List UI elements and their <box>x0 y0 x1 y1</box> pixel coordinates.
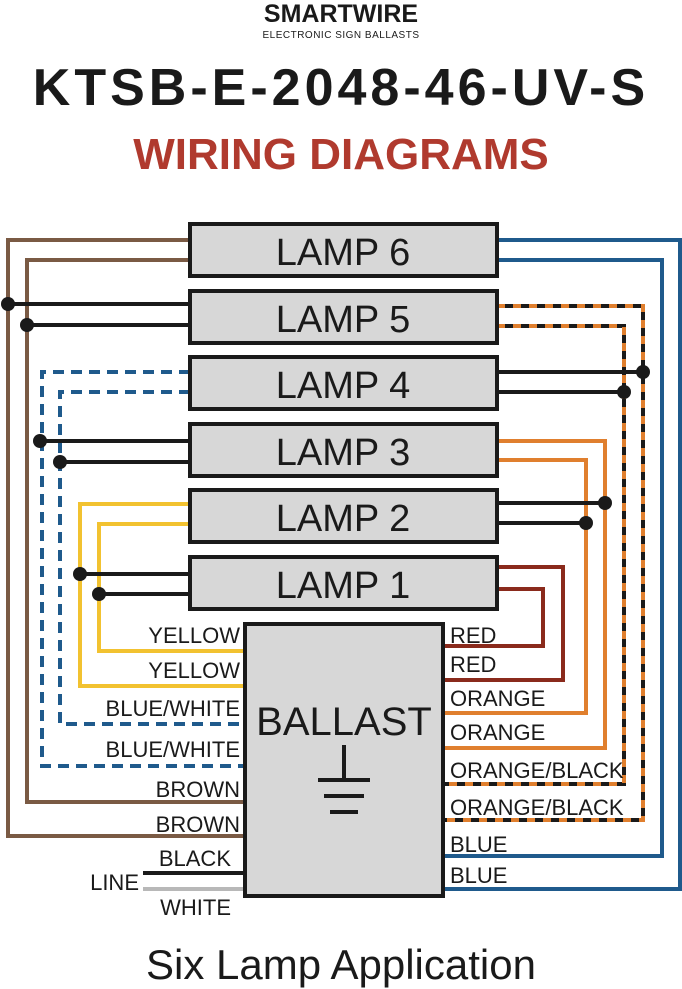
junction-dot <box>73 567 87 581</box>
wire-orange-2 <box>443 458 588 715</box>
wire-orange-black-2 <box>443 324 626 786</box>
wire-blue-white-1 <box>40 370 245 768</box>
wire-red-1 <box>443 565 565 682</box>
junction-dot <box>92 587 106 601</box>
lamp-label-5: LAMP 5 <box>276 299 410 341</box>
wire-orange-1 <box>443 439 607 750</box>
model-number: KTSB-E-2048-46-UV-S <box>32 59 650 117</box>
lead-label-blue-white-2: BLUE/WHITE <box>106 737 240 762</box>
junction-dot <box>617 385 631 399</box>
wire-blue-2 <box>443 258 664 858</box>
junction-dot <box>1 297 15 311</box>
diagram-caption: Six Lamp Application <box>146 941 536 988</box>
junction-dot <box>579 516 593 530</box>
lead-label-blue-2: BLUE <box>450 863 507 888</box>
lamp-label-1: LAMP 1 <box>276 565 410 607</box>
lead-label-brown-2: BROWN <box>156 812 240 837</box>
junction-dot <box>636 365 650 379</box>
junction-dot <box>33 434 47 448</box>
ballast-box: BALLAST <box>243 622 445 898</box>
junction-dot <box>598 496 612 510</box>
lamp-box-2: LAMP 2 <box>188 488 499 544</box>
junction-dot <box>53 455 67 469</box>
lead-label-red-1: RED <box>450 623 496 648</box>
wire-blue-white-2 <box>58 390 245 726</box>
lamp-box-1: LAMP 1 <box>188 555 499 611</box>
lead-label-yellow-2: YELLOW <box>148 658 240 683</box>
brand-logo: SMARTWIRE <box>263 0 419 28</box>
lead-label-brown-1: BROWN <box>156 777 240 802</box>
lamp-label-6: LAMP 6 <box>276 232 410 274</box>
lead-label-red-2: RED <box>450 652 496 677</box>
lead-label-orange-1: ORANGE <box>450 686 545 711</box>
lead-label-blue-white-1: BLUE/WHITE <box>106 696 240 721</box>
lead-label-orange-black-1: ORANGE/BLACK <box>450 758 624 783</box>
wire-orange-black-1 <box>443 304 645 822</box>
lamp-label-3: LAMP 3 <box>276 432 410 474</box>
wire-brown-2 <box>25 258 245 804</box>
lamp-box-3: LAMP 3 <box>188 422 499 478</box>
junction-dot <box>20 318 34 332</box>
lead-label-blue-1: BLUE <box>450 832 507 857</box>
lamp-label-4: LAMP 4 <box>276 365 410 407</box>
wire-yellow-1 <box>78 502 245 688</box>
lead-label-white: WHITE <box>160 895 231 920</box>
wire-brown-1 <box>6 238 245 838</box>
line-label: LINE <box>90 870 139 895</box>
ground-icon <box>318 745 370 814</box>
diagram-subtitle: WIRING DIAGRAMS <box>133 130 549 179</box>
lamp-box-6: LAMP 6 <box>188 222 499 278</box>
brand-tagline: ELECTRONIC SIGN BALLASTS <box>262 30 420 41</box>
lead-label-orange-2: ORANGE <box>450 720 545 745</box>
lamp-box-4: LAMP 4 <box>188 355 499 411</box>
lead-label-yellow-1: YELLOW <box>148 623 240 648</box>
ballast-label: BALLAST <box>256 700 432 744</box>
lead-label-black: BLACK <box>159 846 231 871</box>
lead-label-orange-black-2: ORANGE/BLACK <box>450 795 624 820</box>
wire-red-2 <box>443 587 545 648</box>
lamp-box-5: LAMP 5 <box>188 289 499 345</box>
wire-blue-1 <box>443 238 682 891</box>
lamp-label-2: LAMP 2 <box>276 498 410 540</box>
